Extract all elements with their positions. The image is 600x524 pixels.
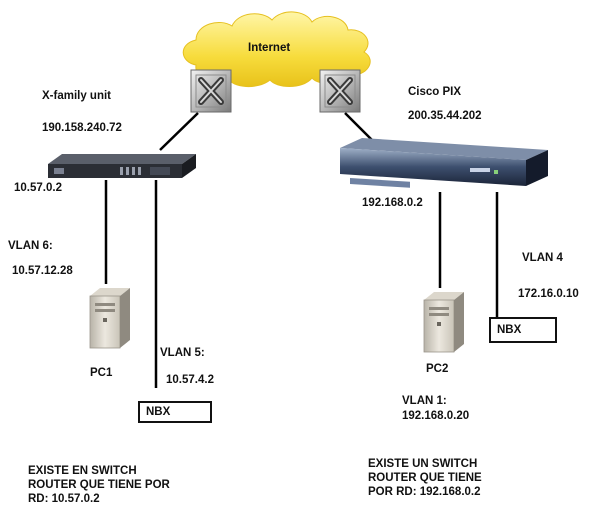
vlan6-label: VLAN 6: bbox=[8, 240, 53, 252]
vlan5-label: VLAN 5: bbox=[160, 347, 205, 359]
cisco-pix-wan-ip: 200.35.44.202 bbox=[408, 110, 482, 122]
right-note-line-1: EXISTE UN SWITCH bbox=[368, 458, 478, 470]
left-note: EXISTE EN SWITCH ROUTER QUE TIENE POR RD… bbox=[28, 465, 170, 506]
x-family-unit-device-icon bbox=[48, 154, 196, 178]
left-note-line-2: ROUTER QUE TIENE POR bbox=[28, 478, 170, 491]
pc2-label: PC2 bbox=[426, 363, 449, 375]
vlan1-ip: 192.168.0.20 bbox=[402, 410, 470, 422]
right-router-icon bbox=[319, 69, 361, 113]
pc1-tower-icon bbox=[89, 288, 130, 349]
vlan4-ip: 172.16.0.10 bbox=[518, 288, 579, 300]
left-router-icon bbox=[190, 69, 232, 113]
right-note-line-2: ROUTER QUE TIENE bbox=[368, 471, 482, 484]
x-family-unit-title: X-family unit bbox=[42, 90, 112, 102]
left-note-line-1: EXISTE EN SWITCH bbox=[28, 465, 137, 477]
left-note-line-3: RD: 10.57.0.2 bbox=[28, 492, 100, 505]
cisco-pix-title: Cisco PIX bbox=[408, 86, 462, 98]
nbx-box-right: NBX bbox=[489, 317, 557, 343]
cisco-pix-lan-ip: 192.168.0.2 bbox=[362, 197, 423, 209]
link-right-router-to-pix bbox=[344, 112, 373, 141]
internet-label: Internet bbox=[248, 42, 291, 54]
nbx-box-left: NBX bbox=[138, 401, 212, 423]
right-note-line-3: POR RD: 192.168.0.2 bbox=[368, 485, 481, 498]
vlan5-ip: 10.57.4.2 bbox=[166, 374, 214, 386]
x-family-wan-ip: 190.158.240.72 bbox=[42, 122, 122, 134]
vlan4-label: VLAN 4 bbox=[522, 252, 563, 264]
pc2-tower-icon bbox=[423, 292, 464, 353]
vlan1-label: VLAN 1: bbox=[402, 395, 447, 407]
connections bbox=[104, 112, 499, 388]
cisco-pix-firewall-icon bbox=[340, 138, 548, 188]
pc1-label: PC1 bbox=[90, 367, 113, 379]
x-family-lan-ip: 10.57.0.2 bbox=[14, 182, 62, 194]
right-note: EXISTE UN SWITCH ROUTER QUE TIENE POR RD… bbox=[368, 458, 482, 499]
internet-cloud-icon bbox=[182, 11, 371, 87]
vlan6-ip: 10.57.12.28 bbox=[12, 265, 73, 277]
link-left-router-to-device bbox=[159, 112, 199, 151]
